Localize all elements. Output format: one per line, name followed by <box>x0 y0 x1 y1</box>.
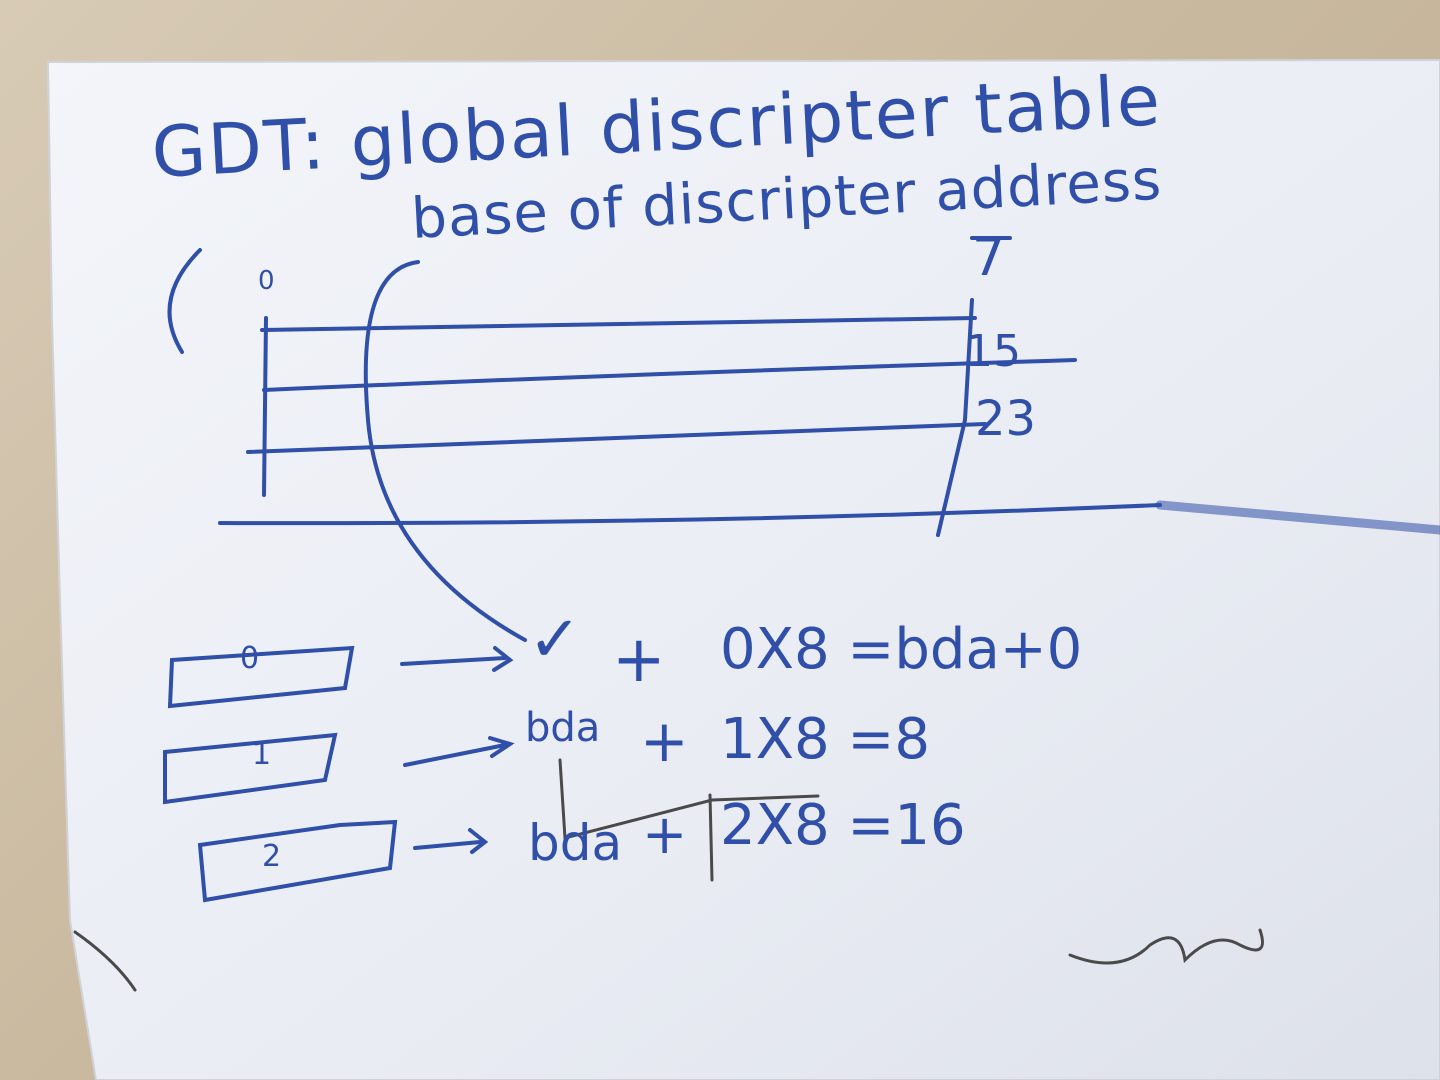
table-row-line-2 <box>262 358 1077 392</box>
calc-row-1: 1X8 =8 <box>720 707 930 772</box>
entry-box-1 <box>163 732 338 805</box>
calc-row-2: 2X8 =16 <box>720 793 966 858</box>
left-bracket <box>167 248 202 354</box>
table-row-line-1 <box>260 316 977 332</box>
pointer-curve <box>363 260 527 642</box>
entry-box-2 <box>197 819 398 903</box>
marker-23: 23 <box>975 391 1037 447</box>
pencil-squiggle <box>1068 928 1264 965</box>
table-row-line-3 <box>246 422 987 454</box>
table-right-edge <box>936 298 974 537</box>
table-left-edge <box>262 316 268 497</box>
calc-plus-0: + <box>612 623 666 697</box>
descriptor-boxes <box>163 645 515 903</box>
pencil-bracket <box>558 758 820 840</box>
entry-box-0 <box>167 645 355 709</box>
pencil-scratch <box>73 930 137 992</box>
calc-plus-1: + <box>640 707 689 775</box>
marker-7: 7 <box>972 228 1006 288</box>
pencil-marks <box>73 758 1264 992</box>
calc-plus-2: + <box>642 803 688 866</box>
check-mark: ✓ <box>528 603 582 677</box>
pencil-divider <box>708 793 714 882</box>
table-base-line <box>218 503 1162 526</box>
marker-15: 15 <box>965 326 1021 377</box>
calc-row-0: 0X8 =bda+0 <box>720 617 1083 682</box>
arrow-1 <box>403 736 515 767</box>
arrow-2 <box>413 828 489 854</box>
calc-base-2: bda <box>528 814 623 872</box>
marker-0: 0 <box>258 266 275 296</box>
gdt-table-drawing <box>167 236 1440 642</box>
entry-label-1: 1 <box>252 737 272 772</box>
entry-label-0: 0 <box>240 641 260 676</box>
entry-label-2: 2 <box>262 839 282 874</box>
arrow-0 <box>400 646 514 672</box>
table-base-smear <box>1155 500 1440 535</box>
calc-base-1: bda <box>525 705 601 751</box>
